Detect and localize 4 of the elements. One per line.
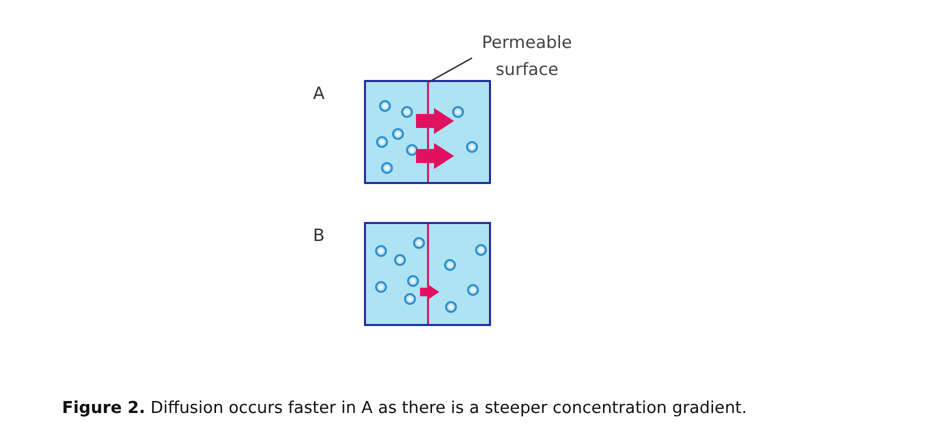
panel-label: A — [313, 84, 325, 104]
figure-caption: Figure 2. Diffusion occurs faster in A as there is a steeper concentration gradient. — [62, 398, 747, 417]
panel-label: B — [313, 226, 325, 246]
callout-label: Permeable surface — [472, 30, 582, 84]
